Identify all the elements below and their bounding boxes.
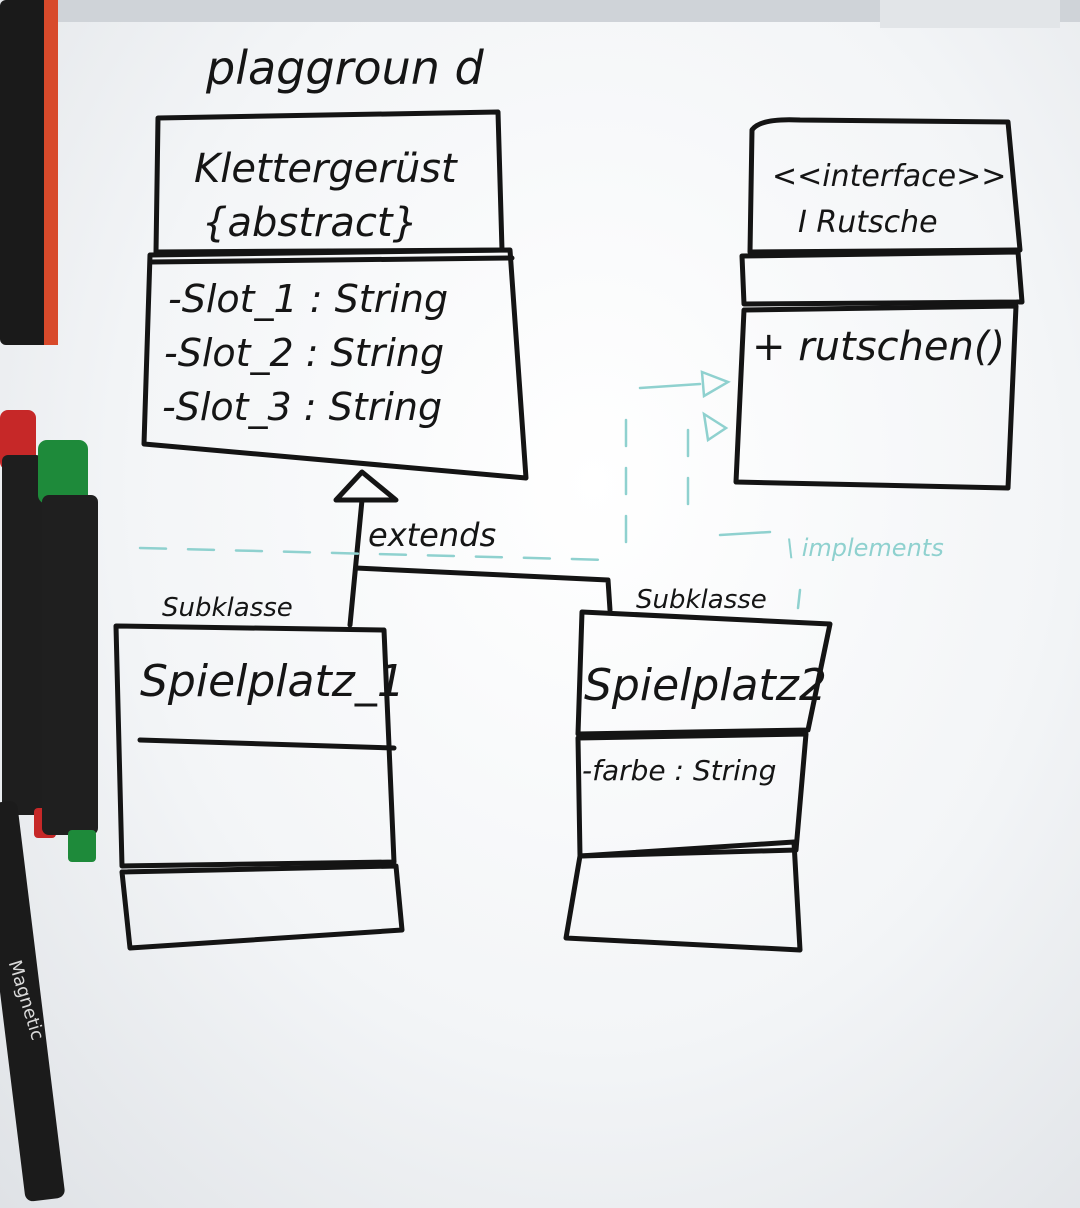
- rutsche-stereotype: <<interface>>: [772, 159, 1006, 194]
- spielplatz2-name: Spielplatz2: [584, 660, 827, 711]
- extends-arrow: [333, 469, 613, 628]
- klettergeruest-stereotype: {abstract}: [202, 200, 418, 246]
- board-clip: [880, 0, 1060, 28]
- spielplatz1-name: Spielplatz_1: [140, 656, 405, 707]
- marker-green: [38, 440, 98, 862]
- klettergeruest-attribute-3: -Slot_3 : String: [162, 385, 442, 429]
- implements-label: \ implements: [786, 534, 944, 562]
- class-spielplatz1: [113, 623, 405, 951]
- class-spielplatz2: [563, 609, 833, 953]
- implements-lines: [138, 370, 802, 610]
- rutsche-name: I Rutsche: [798, 205, 938, 240]
- diagram-title: plaggroun d: [205, 41, 485, 95]
- spielplatz1-label: Subklasse: [162, 593, 293, 623]
- board-top-edge: [40, 0, 1080, 22]
- rutsche-method-1: + rutschen(): [752, 324, 1005, 370]
- klettergeruest-attribute-1: -Slot_1 : String: [168, 277, 448, 321]
- extends-label: extends: [368, 516, 496, 554]
- marker-black: Magnetic: [0, 801, 65, 1202]
- marker-red: [0, 410, 56, 838]
- spielplatz2-attribute-1: -farbe : String: [582, 754, 776, 787]
- klettergeruest-name: Klettergerüst: [194, 146, 458, 192]
- class-klettergeruest: [141, 109, 529, 481]
- class-rutsche: [733, 117, 1025, 491]
- board-eraser: [0, 0, 58, 345]
- klettergeruest-attribute-2: -Slot_2 : String: [164, 331, 444, 375]
- spielplatz2-label: Subklasse: [636, 585, 767, 615]
